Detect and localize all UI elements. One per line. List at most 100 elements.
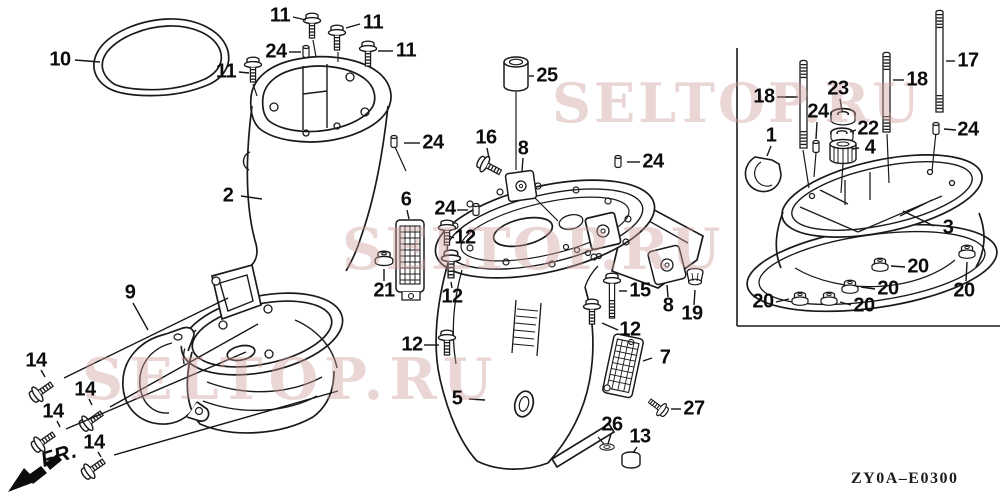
part-label-12: 12 [619, 318, 641, 341]
part-26-washer [599, 443, 615, 451]
leader-line [632, 446, 638, 454]
part-label-26: 26 [601, 413, 623, 436]
leader-line [486, 147, 490, 159]
part-19-grommet [686, 267, 704, 286]
part-22-washer [829, 127, 855, 144]
bolts-12 [439, 220, 601, 355]
part-label-2: 2 [222, 184, 234, 207]
part-label-20: 20 [853, 294, 875, 317]
leader-line [450, 281, 453, 289]
part-25-bushing [503, 56, 529, 92]
leader-line [902, 210, 935, 227]
leader-line [775, 298, 790, 303]
leader-line [601, 322, 619, 331]
leader-line [693, 289, 696, 306]
watermark-text: SELTOP.RU [552, 71, 923, 135]
part-label-11: 11 [215, 60, 237, 83]
sub-diagram-frame [736, 48, 1000, 327]
part-label-20: 20 [752, 290, 774, 313]
bolt-15 [604, 273, 621, 318]
part-label-14: 14 [74, 378, 96, 401]
leader-line [468, 398, 486, 401]
part-label-10: 10 [49, 48, 71, 71]
leader-line [132, 302, 149, 331]
part-label-3: 3 [942, 216, 954, 239]
part-label-24: 24 [422, 131, 444, 154]
part-label-11: 11 [269, 4, 291, 27]
watermark-text: SELTOP.RU [342, 216, 723, 283]
leader-line [666, 284, 669, 298]
front-direction-label: FR. [38, 439, 81, 472]
part-13-plug [621, 451, 641, 469]
leader-line [292, 16, 307, 21]
stud-18-left [799, 59, 808, 149]
part-label-24: 24 [265, 40, 287, 63]
part-label-7: 7 [659, 346, 671, 369]
part-label-23: 23 [827, 77, 849, 100]
part-label-24: 24 [642, 150, 664, 173]
leader-line [839, 301, 852, 306]
leader-line [860, 286, 876, 290]
sub-assembly-case-3-drawing [746, 154, 998, 313]
stud-18-middle [882, 51, 891, 133]
gasket-10-drawing [93, 18, 230, 97]
part-label-4: 4 [864, 136, 876, 159]
part-23-locknut [829, 107, 857, 126]
leader-line [88, 398, 93, 406]
part-label-18: 18 [906, 68, 928, 91]
pins-24 [302, 44, 940, 217]
lower-case-5-drawing [434, 179, 704, 470]
leader-line [839, 98, 843, 112]
leader-line [74, 59, 101, 63]
leader-line [943, 128, 957, 131]
part-8-block-right [647, 244, 687, 286]
part-label-25: 25 [536, 64, 558, 87]
leader-line [890, 265, 906, 268]
leader-line [448, 235, 455, 239]
leader-line [965, 261, 968, 282]
leader-line [97, 451, 102, 458]
screw-27 [643, 393, 673, 422]
part-label-13: 13 [629, 425, 651, 448]
leader-line [851, 147, 860, 150]
part-label-8: 8 [517, 137, 529, 160]
part-label-1: 1 [765, 124, 777, 147]
leader-line [238, 71, 250, 74]
leader-line [642, 357, 653, 362]
nut-21 [374, 250, 394, 267]
leader-line [56, 420, 61, 428]
upper-case-2-drawing [180, 55, 392, 434]
part-label-11: 11 [395, 39, 417, 62]
leader-line [406, 209, 410, 220]
part-label-12: 12 [441, 285, 463, 308]
part-label-14: 14 [42, 400, 64, 423]
part-label-14: 14 [83, 431, 105, 454]
part-label-15: 15 [629, 279, 651, 302]
part-label-8: 8 [662, 294, 674, 317]
part-label-12: 12 [454, 226, 476, 249]
part-label-14: 14 [25, 349, 47, 372]
watermark-text: SELTOP.RU [82, 346, 499, 413]
stud-17 [935, 9, 944, 113]
leader-line [607, 433, 612, 445]
bolt-16 [474, 153, 504, 180]
leader-line [849, 129, 857, 133]
part-label-18: 18 [753, 85, 775, 108]
leader-line [766, 145, 772, 157]
leader-line [815, 121, 818, 140]
part-8-block-upper [504, 169, 538, 203]
part-label-27: 27 [683, 397, 705, 420]
part-label-20: 20 [907, 255, 929, 278]
part-label-19: 19 [681, 302, 703, 325]
clamp-9-drawing [122, 326, 210, 425]
part-6-anode [395, 219, 425, 301]
part-label-21: 21 [373, 279, 395, 302]
part-label-24: 24 [957, 118, 979, 141]
assembly-lines [252, 39, 937, 445]
part-label-24: 24 [434, 197, 456, 220]
